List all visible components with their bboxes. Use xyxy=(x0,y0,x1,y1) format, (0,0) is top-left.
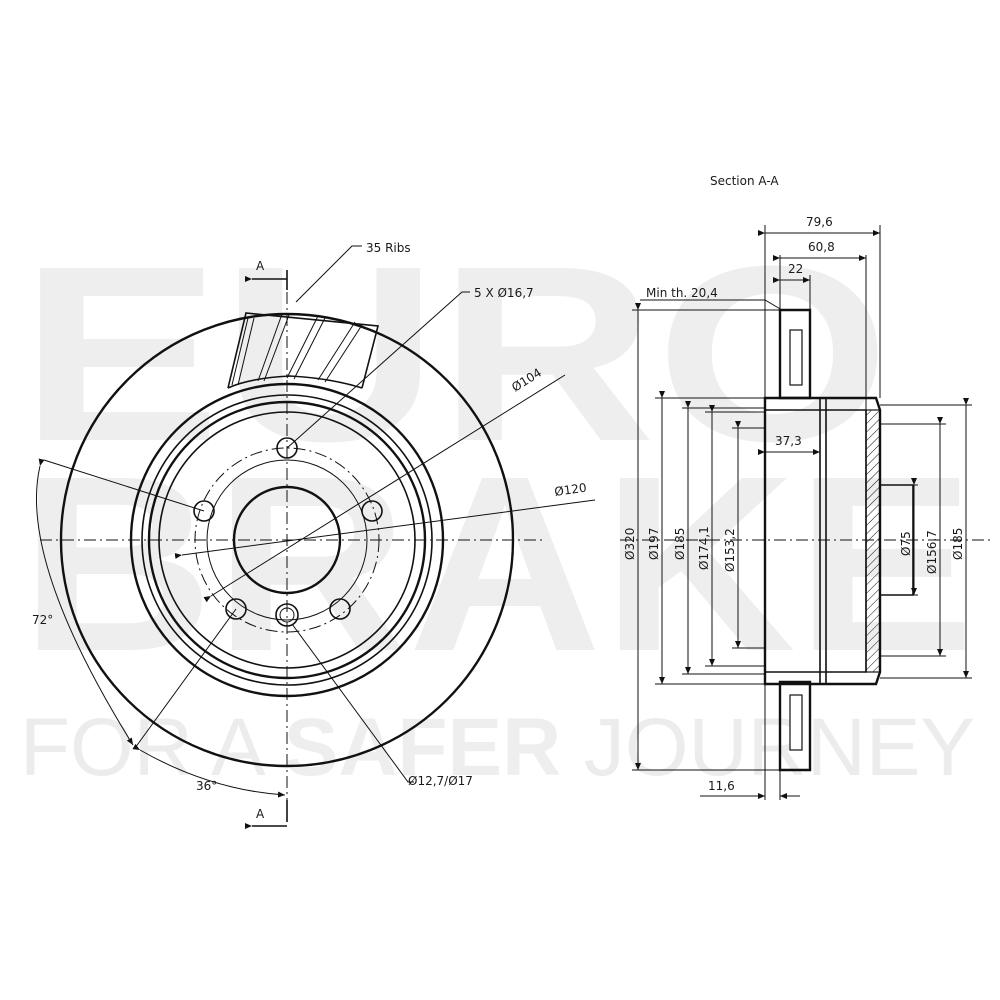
min-thickness-leader xyxy=(640,299,783,311)
d185-left-label: Ø185 xyxy=(673,528,687,560)
friction-ring-lower xyxy=(778,680,812,772)
section-view: Section A-A 79,6 60,8 22 Min th. 20,4 xyxy=(620,174,990,800)
watermark-tagline-bold: SAFER xyxy=(284,702,561,793)
d153-label: Ø153,2 xyxy=(723,528,737,572)
angle-72-ray-2 xyxy=(134,608,237,749)
centre-ring-dimension-line xyxy=(174,499,596,559)
d185-right-label: Ø185 xyxy=(951,528,965,560)
hat-flange-hatched xyxy=(865,409,881,673)
centering-ring xyxy=(206,459,368,621)
section-mark-top: A xyxy=(256,259,265,273)
d320-label: Ø320 xyxy=(623,528,637,560)
offset-label: 37,3 xyxy=(775,434,802,448)
width-hat-label: 60,8 xyxy=(808,240,835,254)
pitch-circle xyxy=(194,447,380,633)
front-view: A A 35 Ribs 5 X Ø16,7 Ø104 Ø120 72° 36° … xyxy=(32,241,596,829)
watermark-line1: EURO xyxy=(20,214,890,493)
bolt-hole-1 xyxy=(276,437,298,459)
section-title: Section A-A xyxy=(710,174,779,188)
bolt-hole-2 xyxy=(193,500,215,522)
locating-hole-inner xyxy=(279,607,295,623)
d156-label: Ø156,7 xyxy=(925,530,939,574)
flange-label: 11,6 xyxy=(708,779,735,793)
hat-ring-2 xyxy=(147,400,427,680)
bolt-holes-leader xyxy=(286,291,470,449)
width-total-label: 79,6 xyxy=(806,215,833,229)
vent-upper xyxy=(789,329,803,386)
bolt-hole-5 xyxy=(329,598,351,620)
hat-outer-ring xyxy=(141,394,433,686)
angle-72-label: 72° xyxy=(32,613,53,627)
angle-36-label: 36° xyxy=(196,779,217,793)
angle-36-arc xyxy=(132,743,286,798)
ribs-label: 35 Ribs xyxy=(366,241,411,255)
vent-lower xyxy=(789,694,803,751)
hole-dia-label: Ø12,7/Ø17 xyxy=(408,774,473,788)
watermark: EURO BRAKE FOR A SAFER JOURNEY xyxy=(20,214,975,793)
watermark-tagline-post: JOURNEY xyxy=(561,702,975,793)
angle-72-arc xyxy=(35,458,134,746)
bolt-hole-4 xyxy=(225,598,247,620)
centre-bore xyxy=(232,485,342,595)
ribs-cutaway xyxy=(227,312,380,389)
watermark-tagline: FOR A SAFER JOURNEY xyxy=(20,702,975,793)
locating-hole xyxy=(275,603,299,627)
min-thickness-label: Min th. 20,4 xyxy=(646,286,718,300)
disc-thickness-label: 22 xyxy=(788,262,803,276)
pcd-dimension-line xyxy=(203,374,566,603)
ribs-leader xyxy=(295,245,362,303)
section-mark-bottom: A xyxy=(256,807,265,821)
hat-ring-3 xyxy=(158,411,416,669)
d197-label: Ø197 xyxy=(647,528,661,560)
d75-label: Ø75 xyxy=(899,531,913,556)
centre-ring-label: Ø120 xyxy=(553,481,587,499)
watermark-tagline-pre: FOR A xyxy=(20,702,284,793)
bolt-hole-3 xyxy=(361,500,383,522)
hole-dia-leader xyxy=(291,623,414,783)
d174-label: Ø174,1 xyxy=(697,526,711,570)
bolt-holes-label: 5 X Ø16,7 xyxy=(474,286,534,300)
